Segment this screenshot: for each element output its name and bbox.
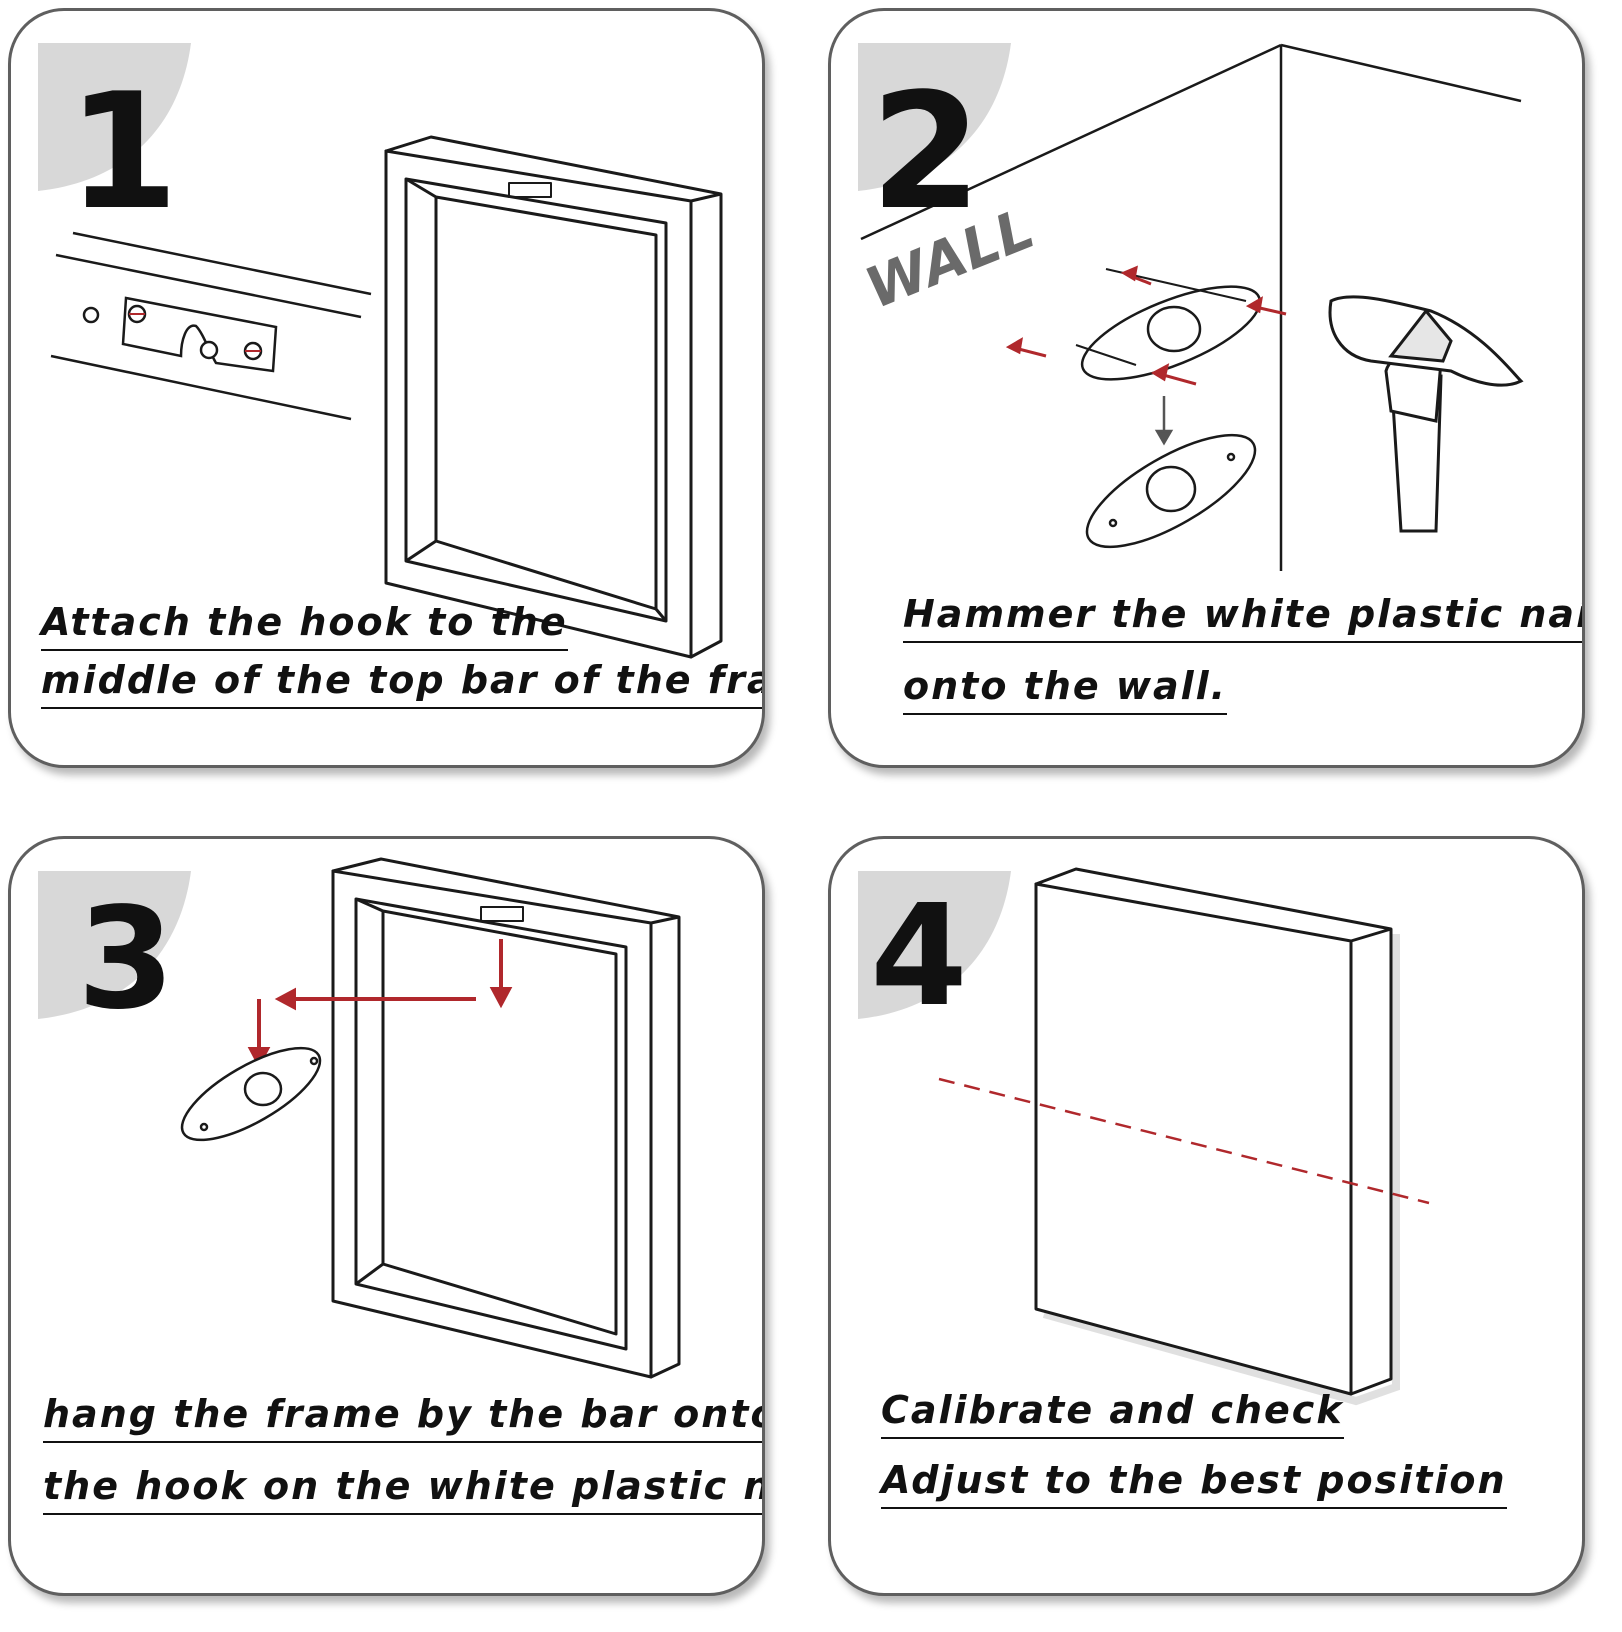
svg-text:2: 2	[870, 58, 981, 231]
step-number: 4	[870, 875, 967, 1038]
wall-rail	[50, 231, 372, 421]
svg-text:4: 4	[870, 875, 967, 1038]
caption-line-2: Adjust to the best position	[881, 1457, 1507, 1509]
step-1-illustration	[38, 43, 723, 659]
step-badge	[858, 871, 1011, 1019]
plastic-nail-icon	[1075, 268, 1262, 381]
step-4-illustration	[858, 867, 1430, 1406]
step-2-panel: WALL 2 H	[828, 8, 1585, 768]
hung-frame	[1034, 867, 1393, 1396]
step-4-panel: 4 Calibrate and check Adjust to the best…	[828, 836, 1585, 1596]
caption-line-2: the hook on the white plastic nail	[43, 1463, 762, 1515]
step-caption: hang the frame by the bar onto	[43, 1391, 762, 1443]
step-3-illustration	[38, 857, 681, 1379]
screw-marker-icon	[129, 313, 261, 352]
step-2-illustration: WALL	[857, 43, 1524, 571]
step-1-panel: 1 Attach the hook to the middle of the t…	[8, 8, 765, 768]
arrow-icon	[1005, 265, 1287, 386]
wall-corner	[860, 43, 1522, 571]
step-caption: Hammer the white plastic nail	[903, 591, 1582, 643]
step-badge	[858, 43, 1011, 191]
caption-line-1: Hammer the white plastic nail	[903, 591, 1582, 643]
arrow-icon	[247, 939, 513, 1069]
caption-line-2: onto the wall.	[903, 663, 1228, 715]
picture-frame	[331, 857, 681, 1379]
step-number: 2	[870, 58, 981, 231]
step-caption: Adjust to the best position	[881, 1457, 1507, 1509]
caption-line-1: hang the frame by the bar onto	[43, 1391, 762, 1443]
step-number: 3	[77, 878, 174, 1041]
step-badge	[38, 871, 191, 1019]
level-guide-line	[938, 1077, 1430, 1205]
step-3-panel: 3 hang the frame by the bar onto the hoo…	[8, 836, 765, 1596]
picture-frame	[384, 135, 723, 659]
step-caption: Attach the hook to the	[41, 599, 568, 651]
caption-line-1: Attach the hook to the	[41, 599, 568, 651]
sawtooth-hook-icon	[82, 296, 278, 373]
step-badge	[38, 43, 191, 191]
plastic-nail-icon	[180, 1046, 322, 1142]
step-number: 1	[67, 58, 178, 231]
caption-line-2: middle of the top bar of the frame	[41, 657, 762, 709]
step-caption: onto the wall.	[903, 663, 1228, 715]
svg-text:1: 1	[67, 58, 178, 231]
step-caption: Calibrate and check	[881, 1387, 1344, 1439]
down-arrow-icon	[1154, 396, 1174, 446]
plastic-nail-icon	[1085, 433, 1257, 549]
svg-text:3: 3	[77, 878, 174, 1041]
step-caption: the hook on the white plastic nail	[43, 1463, 762, 1515]
step-caption: middle of the top bar of the frame	[41, 657, 762, 709]
hammer-icon	[1328, 295, 1524, 533]
caption-line-1: Calibrate and check	[881, 1387, 1344, 1439]
